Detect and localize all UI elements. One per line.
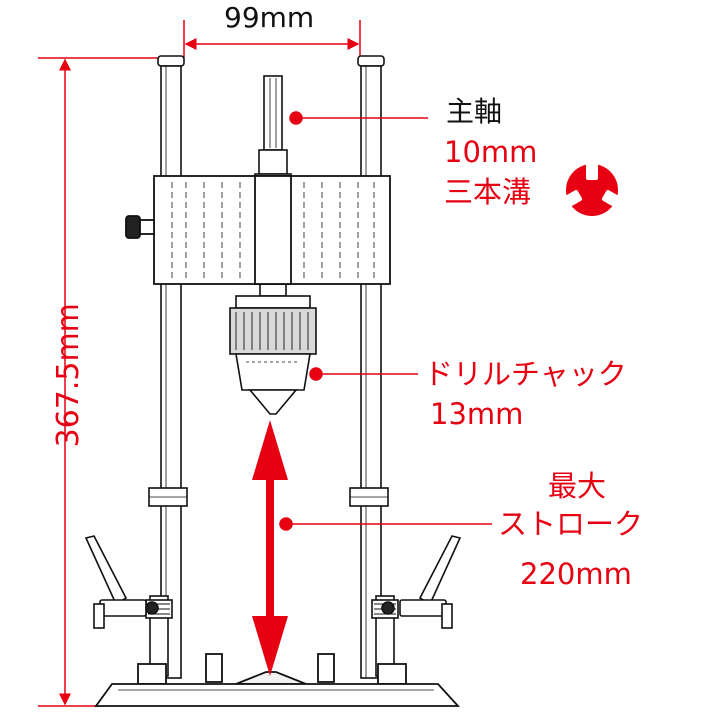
right-column [349,55,399,679]
spindle-diameter: 10mm [444,135,538,169]
height-label: 367.5mm [50,303,86,448]
drill-chuck [229,295,317,415]
spindle-title: 主軸 [446,95,503,128]
left-column [145,55,188,679]
chuck-size: 13mm [430,397,524,431]
width-dimension [183,20,361,58]
stroke-length: 220mm [520,557,632,591]
chuck-title: ドリルチャック [424,357,627,391]
carriage-housing [125,175,391,285]
right-clamp-lever [381,535,462,629]
stroke-title: 最大 [548,469,607,503]
stroke-subtitle: ストローク [498,507,644,541]
callout-leaders [279,111,492,531]
stroke-arrow [252,420,288,676]
base-plate [94,653,461,707]
spindle-grooves: 三本溝 [444,175,532,209]
left-clamp-lever [84,535,159,629]
width-label: 99mm [224,1,315,34]
three-groove-shaft-icon [561,160,623,216]
height-dimension [38,57,162,707]
